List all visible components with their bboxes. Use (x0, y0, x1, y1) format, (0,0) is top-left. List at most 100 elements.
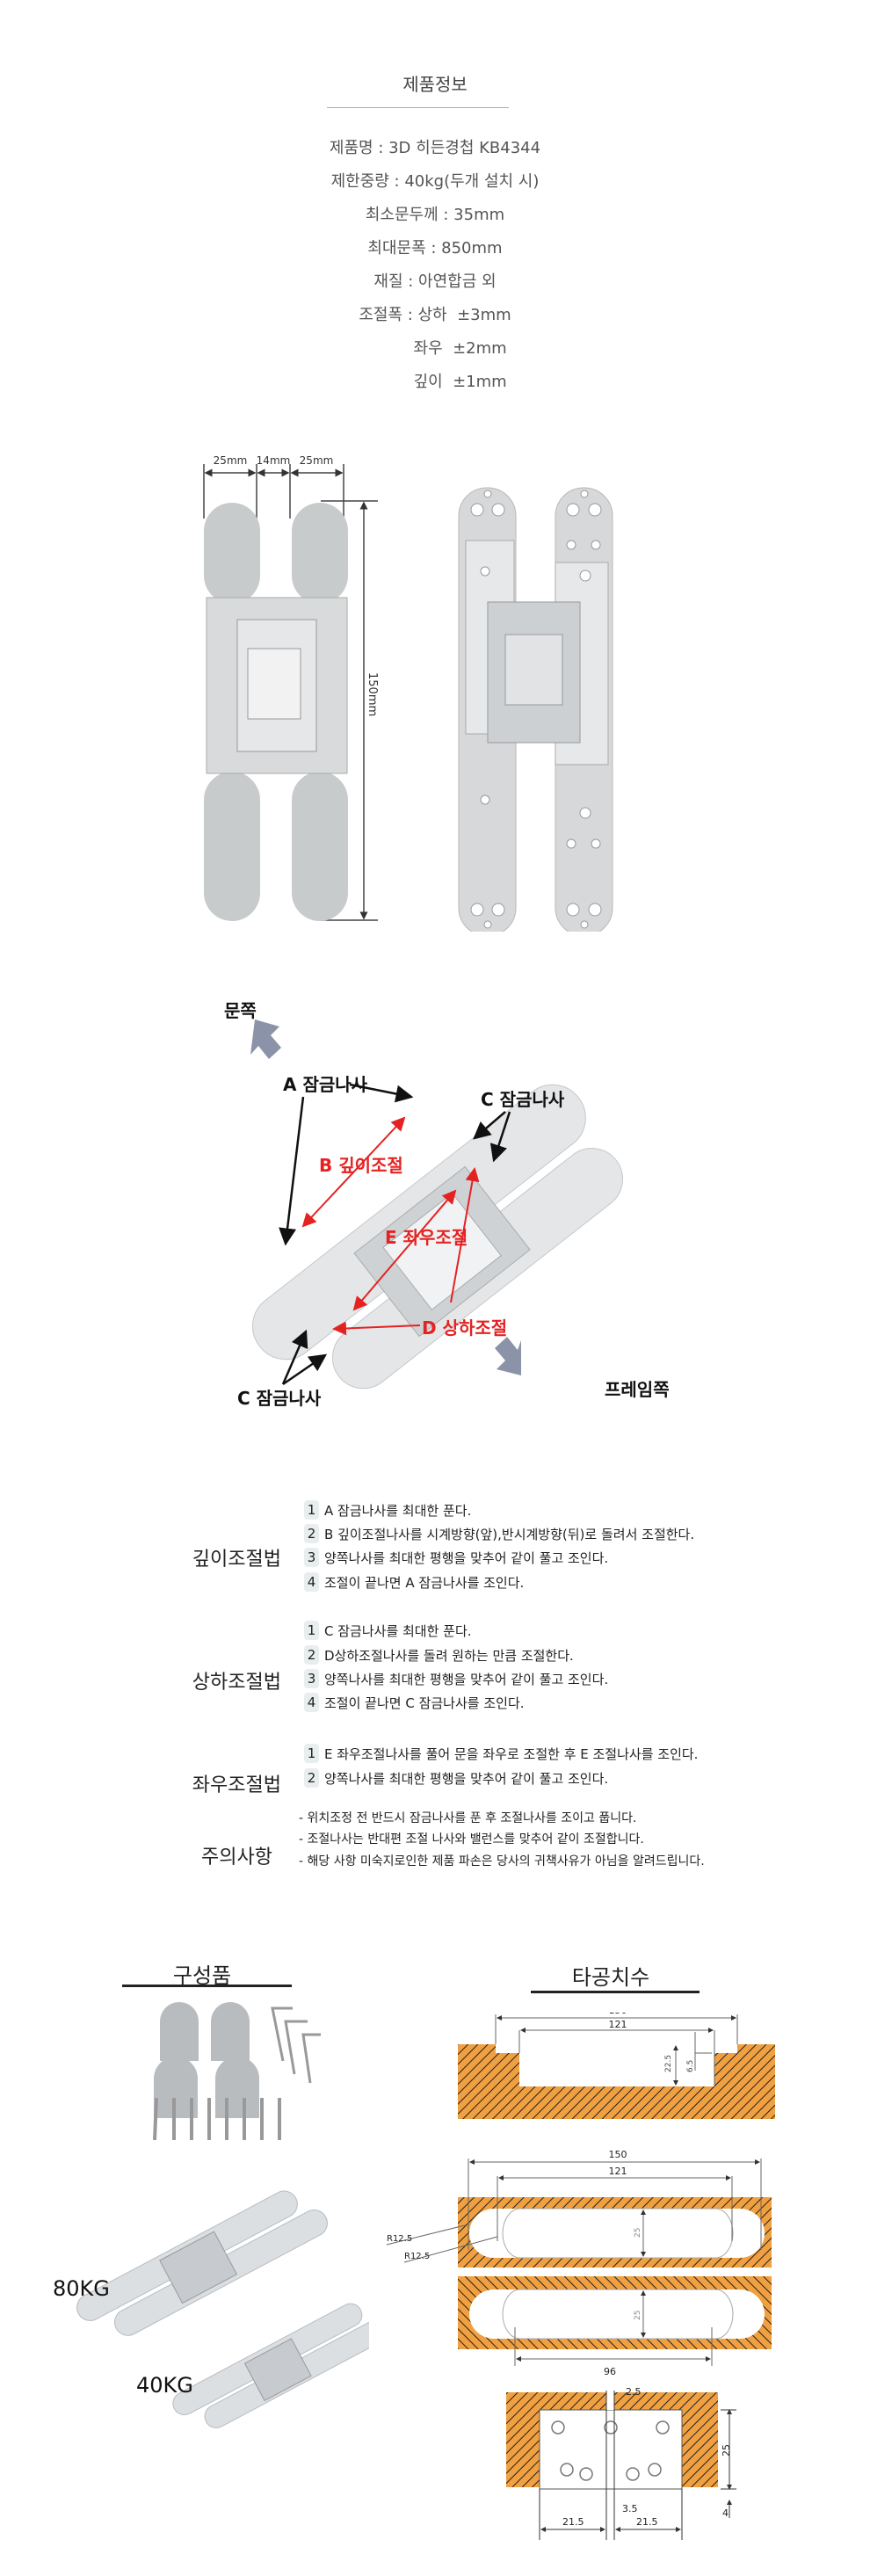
step-number: 4 (304, 1572, 319, 1592)
label-40kg: 40KG (136, 2373, 193, 2398)
hinge-40kg (172, 2303, 369, 2428)
title-divider (327, 107, 509, 108)
dim-width-mid: 14mm (257, 454, 291, 467)
caution-3: - 해당 사항 미숙지로인한 제품 파손은 당사의 귀책사유가 아님을 알려드립… (299, 1854, 705, 1869)
label-b-depth-adjust: B 깊이조절 (319, 1155, 403, 1176)
d2-radius-outer: R12.5 (387, 2234, 412, 2244)
spec-list: 제품명 : 3D 히든경첩 KB4344 제한중량 : 40kg(두개 설치 시… (0, 132, 870, 399)
step-number: 1 (304, 1621, 319, 1640)
d4-height: 25 (721, 2444, 732, 2456)
drilling-title: 타공치수 (571, 1965, 650, 1990)
spec-adjust-vertical: 조절폭 : 상하 ±3mm (359, 306, 511, 324)
d4-left: 21.5 (562, 2516, 584, 2528)
step-text: 조절이 끝나면 A 잠금나사를 조인다. (324, 1574, 525, 1591)
d2-outer: 150 (609, 2149, 627, 2160)
product-info-title: 제품정보 (402, 74, 468, 95)
drilling-underline (531, 1991, 700, 1993)
heading-horizontal-adjust: 좌우조절법 (192, 1774, 281, 1796)
d4-right: 21.5 (636, 2516, 658, 2528)
d3-height: 25 (634, 2311, 642, 2320)
drill-top-view: 150 121 R12.5 R12.5 25 (386, 2149, 772, 2268)
step-text: E 좌우조절나사를 풀어 문을 좌우로 조절한 후 E 조절나사를 조인다. (324, 1745, 699, 1762)
step-text: 양쪽나사를 최대한 평행을 맞추어 같이 풀고 조인다. (324, 1549, 609, 1566)
heading-vertical-adjust: 상하조절법 (192, 1672, 281, 1694)
depth-step-1: 1 A 잠금나사를 최대한 푼다. (304, 1499, 471, 1520)
hinge-dimension-photo: 25mm 14mm 25mm 150mm (203, 454, 613, 932)
horizontal-step-2: 2 양쪽나사를 최대한 평행을 맞추어 같이 풀고 조인다. (304, 1767, 608, 1789)
door-side-label: 문쪽 (224, 1000, 257, 1021)
d2-height: 25 (634, 2228, 642, 2238)
hinge-sizes-photo (76, 2190, 369, 2428)
frame-side-label: 프레임쪽 (605, 1379, 670, 1400)
vertical-step-4: 4 조절이 끝나면 C 잠금나사를 조인다. (304, 1692, 525, 1713)
d1-depth: 22.5 (664, 2055, 673, 2072)
hex-keys (271, 2006, 321, 2084)
d2-inner: 121 (609, 2166, 627, 2177)
adjustment-diagram: 문쪽 프레임쪽 A 잠금나사 C 잠금나사 C 잠금나사 B 깊이조절 E 좌우… (176, 993, 835, 1450)
spec-adjust-horizontal: 좌우 ±2mm (363, 339, 507, 358)
dim-height: 150mm (366, 672, 379, 716)
drill-cross-section: 2.5 3.5 21.5 21.5 25 4 (506, 2386, 736, 2540)
cover-caps (154, 2002, 259, 2118)
label-d-vertical-adjust: D 상하조절 (422, 1317, 508, 1339)
step-number: 4 (304, 1693, 319, 1712)
vertical-step-3: 3 양쪽나사를 최대한 평행을 맞추어 같이 풀고 조인다. (304, 1668, 608, 1689)
caution-1: - 위치조정 전 반드시 잠금나사를 푼 후 조절나사를 조이고 풉니다. (299, 1811, 637, 1825)
heading-cautions: 주의사항 (201, 1847, 272, 1869)
vertical-step-1: 1 C 잠금나사를 최대한 푼다. (304, 1620, 472, 1641)
step-text: 조절이 끝나면 C 잠금나사를 조인다. (324, 1694, 525, 1711)
vertical-step-2: 2 D상하조절나사를 돌려 원하는 만큼 조절한다. (304, 1644, 574, 1665)
hinge-uncovered (458, 487, 613, 932)
d2-radius-inner: R12.5 (404, 2252, 430, 2261)
step-text: 양쪽나사를 최대한 평행을 맞추어 같이 풀고 조인다. (324, 1770, 609, 1787)
frame-side-arrow-icon (495, 1337, 521, 1375)
d4-gap-top: 2.5 (626, 2386, 642, 2398)
components-underline (122, 1985, 292, 1987)
depth-step-3: 3 양쪽나사를 최대한 평행을 맞추어 같이 풀고 조인다. (304, 1547, 608, 1568)
spec-max-door-width: 최대문폭 : 850mm (367, 239, 503, 258)
components-parts (153, 2002, 321, 2141)
step-text: C 잠금나사를 최대한 푼다. (324, 1622, 472, 1639)
d1-step: 6.5 (686, 2060, 695, 2072)
drill-section-side: 150 121 22.5 6.5 (458, 2013, 775, 2119)
screws (153, 2097, 281, 2141)
step-number: 2 (304, 1768, 319, 1788)
hinge-with-caps (204, 503, 348, 921)
hinge-80kg (76, 2190, 328, 2336)
step-text: 양쪽나사를 최대한 평행을 맞추어 같이 풀고 조인다. (324, 1671, 609, 1687)
step-text: A 잠금나사를 최대한 푼다. (324, 1502, 472, 1519)
d4-gap-bottom: 3.5 (622, 2503, 638, 2514)
drilling-drawings: 150 121 22.5 6.5 150 121 R12.5 R12.5 25 … (386, 2013, 775, 2540)
label-80kg: 80KG (53, 2276, 110, 2301)
heading-depth-adjust: 깊이조절법 (192, 1549, 281, 1571)
door-side-arrow-icon (250, 1020, 281, 1059)
step-number: 1 (304, 1744, 319, 1763)
drill-top-view-2: 25 96 (458, 2276, 772, 2377)
label-e-horizontal-adjust: E 좌우조절 (385, 1227, 468, 1248)
label-c-lock-screw-top: C 잠금나사 (481, 1089, 565, 1110)
spec-material: 재질 : 아연합금 외 (373, 272, 497, 291)
spec-weight-limit: 제한중량 : 40kg(두개 설치 시) (330, 172, 540, 191)
step-text: B 깊이조절나사를 시계방향(앞),반시계방향(뒤)로 돌려서 조절한다. (324, 1526, 695, 1542)
step-text: D상하조절나사를 돌려 원하는 만큼 조절한다. (324, 1647, 574, 1664)
dim-width-left: 25mm (214, 454, 248, 467)
spec-adjust-depth: 깊이 ±1mm (363, 373, 507, 391)
d1-outer: 150 (609, 2013, 627, 2016)
label-c-lock-screw-bottom: C 잠금나사 (237, 1388, 322, 1409)
depth-step-2: 2 B 깊이조절나사를 시계방향(앞),반시계방향(뒤)로 돌려서 조절한다. (304, 1523, 694, 1544)
d1-inner: 121 (609, 2019, 627, 2030)
spec-product-name: 제품명 : 3D 히든경첩 KB4344 (329, 139, 541, 157)
label-a-lock-screw: A 잠금나사 (283, 1074, 368, 1095)
step-number: 2 (304, 1645, 319, 1665)
step-number: 1 (304, 1500, 319, 1520)
d4-offset: 4 (722, 2507, 729, 2519)
step-number: 2 (304, 1524, 319, 1543)
horizontal-step-1: 1 E 좌우조절나사를 풀어 문을 좌우로 조절한 후 E 조절나사를 조인다. (304, 1743, 698, 1764)
step-number: 3 (304, 1669, 319, 1688)
caution-2: - 조절나사는 반대편 조절 나사와 밸런스를 맞추어 같이 조절합니다. (299, 1832, 644, 1847)
spec-min-door-thickness: 최소문두께 : 35mm (365, 206, 505, 224)
step-number: 3 (304, 1548, 319, 1567)
depth-step-4: 4 조절이 끝나면 A 잠금나사를 조인다. (304, 1571, 524, 1593)
components-title: 구성품 (172, 1963, 232, 1988)
d3-length: 96 (604, 2366, 616, 2377)
